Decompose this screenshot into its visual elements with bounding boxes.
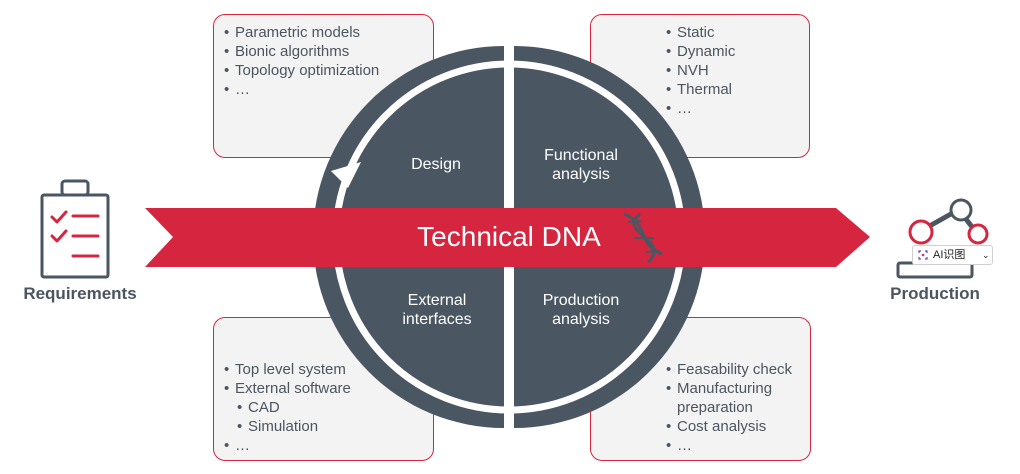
quadrant-label-functional: Functional analysis [544,147,618,183]
interface-item: Top level system [222,360,433,379]
robot-arm-icon [896,198,989,279]
interface-item: … [222,436,433,455]
dna-helix-icon [623,212,663,264]
quadrant-production [514,237,705,428]
clipboard-checklist-icon [40,179,110,279]
quadrant-functional [514,46,705,237]
analysis-type-item: … [664,99,809,118]
software-item: Simulation [222,417,433,436]
design-method-item: Parametric models [222,23,433,42]
ai-badge-label: AI识图 [933,249,966,261]
quadrant-external [313,237,504,428]
interface-item: External software [222,379,433,398]
analysis-type-item: NVH [664,61,809,80]
production-item: … [664,436,810,455]
analysis-type-item: Static [664,23,809,42]
analysis-type-item: Dynamic [664,42,809,61]
design-method-item: Topology optimization [222,61,433,80]
ai-image-icon [918,250,928,260]
chevron-down-icon: ⌄ [982,250,990,260]
production-item: Feasability check [664,360,810,379]
requirements-label: Requirements [23,284,137,303]
production-label: Production [890,284,980,303]
production-item: Cost analysis [664,417,810,436]
quadrant-design [313,46,504,237]
dna-circle [313,46,705,428]
design-method-item: … [222,80,433,99]
center-title: Technical DNA [417,221,601,252]
software-item: CAD [222,398,433,417]
production-item: Manufacturing preparation [664,379,810,417]
quadrant-label-design: Design [411,156,461,173]
quadrant-label-external: External interfaces [402,292,472,328]
technical-dna-banner [145,208,870,267]
cycle-arrow-icon [331,162,361,188]
quadrant-label-production: Production analysis [542,292,620,328]
design-method-item: Bionic algorithms [222,42,433,61]
ai-image-recognition-button[interactable]: AI识图 ⌄ [912,245,993,265]
analysis-type-item: Thermal [664,80,809,99]
